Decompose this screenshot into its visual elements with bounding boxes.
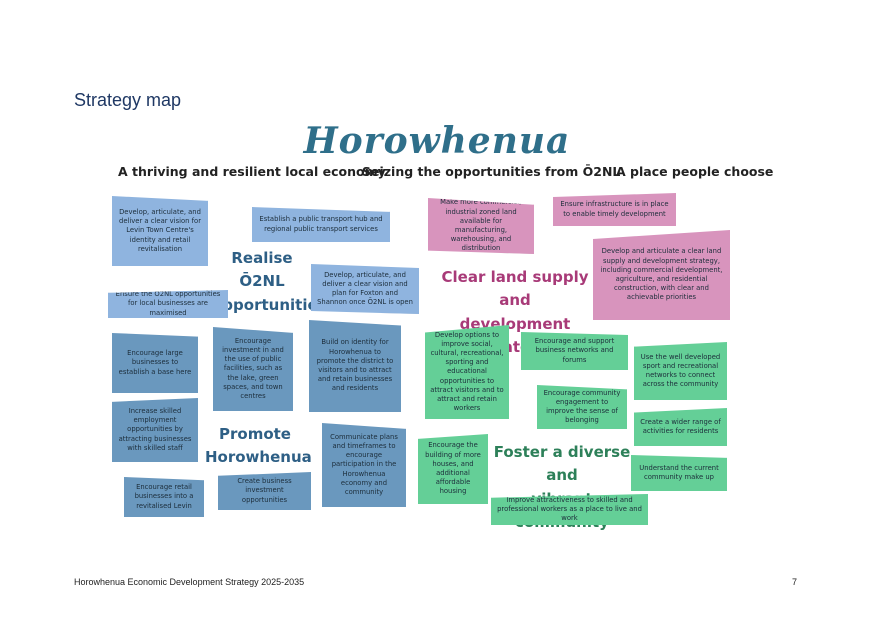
card-social-cultural: Develop options to improve social, cultu…	[425, 325, 509, 419]
theme-place: A place people choose	[616, 164, 774, 179]
card-land-strategy: Develop and articulate a clear land supp…	[593, 230, 730, 320]
page-number: 7	[792, 577, 798, 587]
card-foxton-shannon: Develop, articulate, and deliver a clear…	[311, 264, 419, 314]
land-title-line1: Clear land supply and	[441, 268, 589, 310]
card-o2nl-local-business: Ensure the Ō2NL opportunities for local …	[108, 290, 228, 318]
card-wider-activities: Create a wider range of activities for r…	[634, 408, 727, 446]
card-identity: Build on identity for Horowhenua to prom…	[309, 320, 401, 412]
card-transport-hub: Establish a public transport hub and reg…	[252, 207, 390, 242]
realise-title: Realise Ō2NL opportunities	[212, 247, 327, 317]
card-commercial-land: Make more commercial/ industrial zoned l…	[428, 198, 534, 254]
realise-title-line2: opportunities	[212, 295, 327, 314]
card-skilled-employment: Increase skilled employment opportunitie…	[112, 398, 198, 462]
promote-title: Promote Horowhenua	[205, 423, 312, 470]
realise-title-line1: Realise Ō2NL	[231, 249, 293, 291]
card-business-networks: Encourage and support business networks …	[521, 332, 628, 370]
map-title: Horowhenua	[303, 120, 571, 162]
card-communicate-plans: Communicate plans and timeframes to enco…	[322, 423, 406, 507]
card-attract-workers: Improve attractiveness to skilled and pr…	[491, 494, 648, 525]
page-heading: Strategy map	[74, 90, 182, 110]
footer-document-title: Horowhenua Economic Development Strategy…	[74, 577, 305, 587]
card-large-businesses: Encourage large businesses to establish …	[112, 333, 198, 393]
card-infrastructure: Ensure infrastructure is in place to ena…	[553, 193, 676, 226]
promote-title-line1: Promote	[219, 425, 291, 443]
card-investment-opportunities: Create business investment opportunities	[218, 472, 311, 510]
card-housing: Encourage the building of more houses, a…	[418, 434, 488, 504]
card-community-engagement: Encourage community engagement to improv…	[537, 385, 627, 429]
theme-economy: A thriving and resilient local economy	[118, 164, 386, 179]
card-retail-levin: Encourage retail businesses into a revit…	[124, 477, 204, 517]
card-levin-vision: Develop, articulate, and deliver a clear…	[112, 196, 208, 266]
card-sport-networks: Use the well developed sport and recreat…	[634, 342, 727, 400]
card-public-facilities: Encourage investment in and the use of p…	[213, 327, 293, 411]
theme-o2nl: Seizing the opportunities from Ō2NL	[362, 164, 621, 179]
card-community-makeup: Understand the current community make up	[631, 455, 727, 491]
community-title-line1: Foster a diverse and	[493, 443, 631, 485]
promote-title-line2: Horowhenua	[205, 448, 312, 467]
